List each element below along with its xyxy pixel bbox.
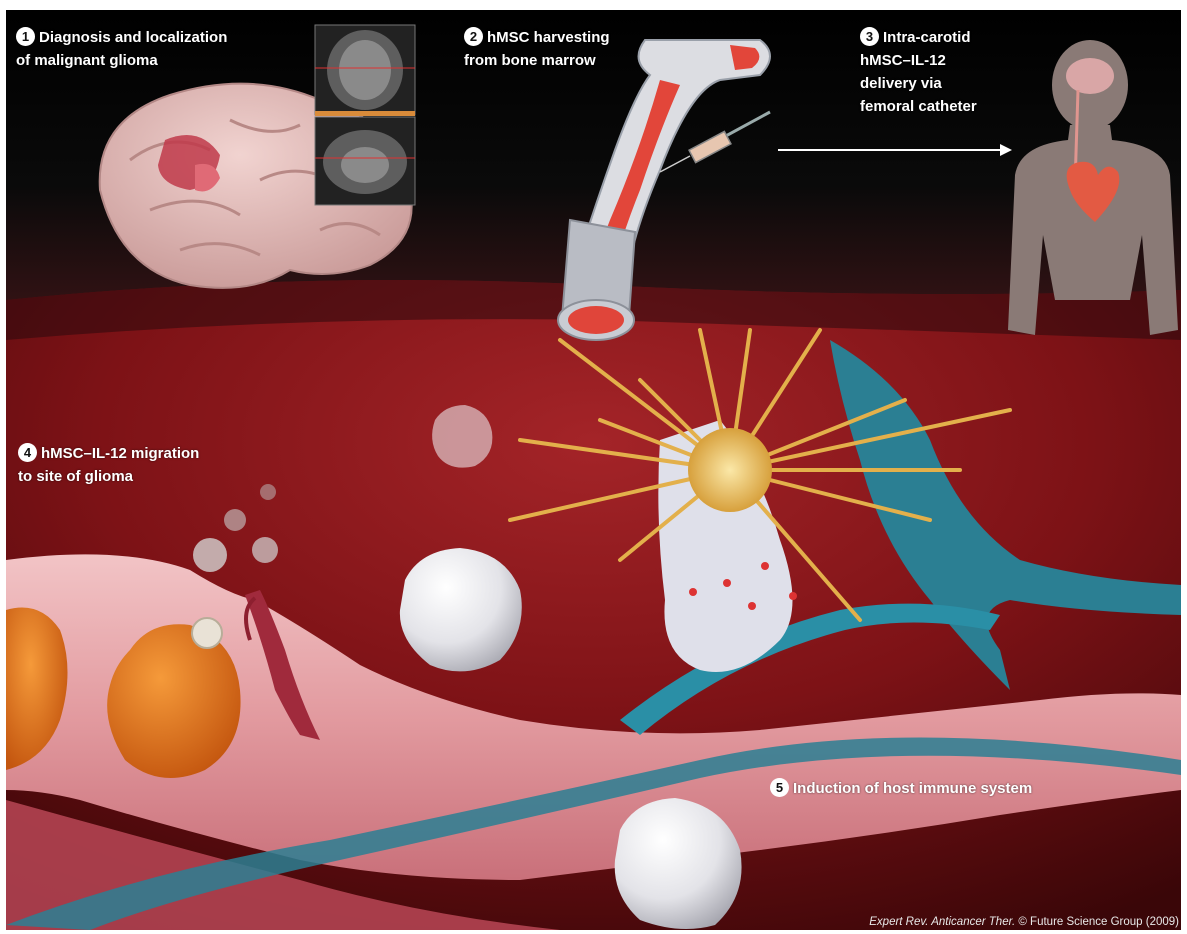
step-2-line-1: hMSC harvesting [487, 29, 610, 46]
step-3-line-1: Intra-carotid [883, 29, 971, 46]
step-3-line-2: hMSC–IL-12 [860, 49, 977, 72]
step-5-number: 5 [770, 778, 789, 797]
step-5-line-1: Induction of host immune system [793, 780, 1032, 797]
step-2-number: 2 [464, 27, 483, 46]
step-4-line-2: to site of glioma [18, 465, 199, 488]
step-4-number: 4 [18, 443, 37, 462]
step-2-line-2: from bone marrow [464, 49, 610, 72]
step-4-line-1: hMSC–IL-12 migration [41, 445, 199, 462]
copyright-text: © Future Science Group (2009) [1018, 916, 1179, 928]
step-3-number: 3 [860, 27, 879, 46]
step-3-line-3: delivery via [860, 72, 977, 95]
mri-scans [315, 25, 415, 205]
step-1-line-1: Diagnosis and localization [39, 29, 227, 46]
step-1-line-2: of malignant glioma [16, 49, 227, 72]
step-1-number: 1 [16, 27, 35, 46]
step-3-line-4: femoral catheter [860, 95, 977, 118]
journal-name: Expert Rev. Anticancer Ther. [869, 916, 1015, 928]
copyright-credit: Expert Rev. Anticancer Ther. © Future Sc… [869, 916, 1179, 928]
